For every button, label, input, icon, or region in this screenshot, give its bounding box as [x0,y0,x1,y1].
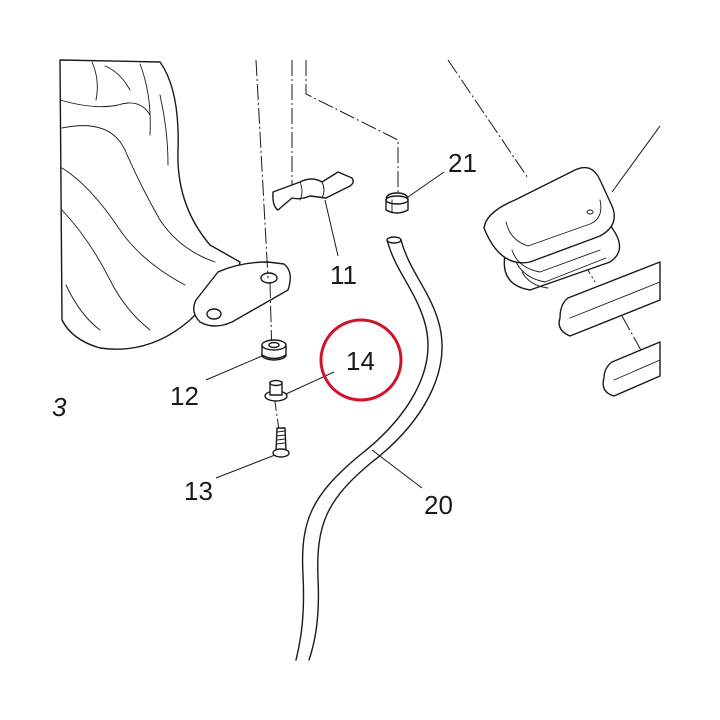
tank-body [59,59,241,350]
callout-21: 21 [448,148,477,178]
part-12-grommet [261,339,287,361]
edge-mark: 3 [52,392,67,422]
leader-lines [205,171,445,489]
callout-20: 20 [424,490,453,520]
part-21-clip [385,192,409,214]
callout-11: 11 [330,260,357,290]
part-14-collar [264,379,288,402]
callout-13: 13 [184,476,213,506]
part-13-screw [272,427,290,458]
mounting-bracket [193,261,291,327]
part-20-hose [295,236,443,661]
callout-14: 14 [346,346,375,376]
callout-12: 12 [170,381,199,411]
seal-rings [558,261,661,397]
highlight-circle [319,318,403,402]
filler-neck [483,125,661,291]
part-11-shield [272,171,354,211]
